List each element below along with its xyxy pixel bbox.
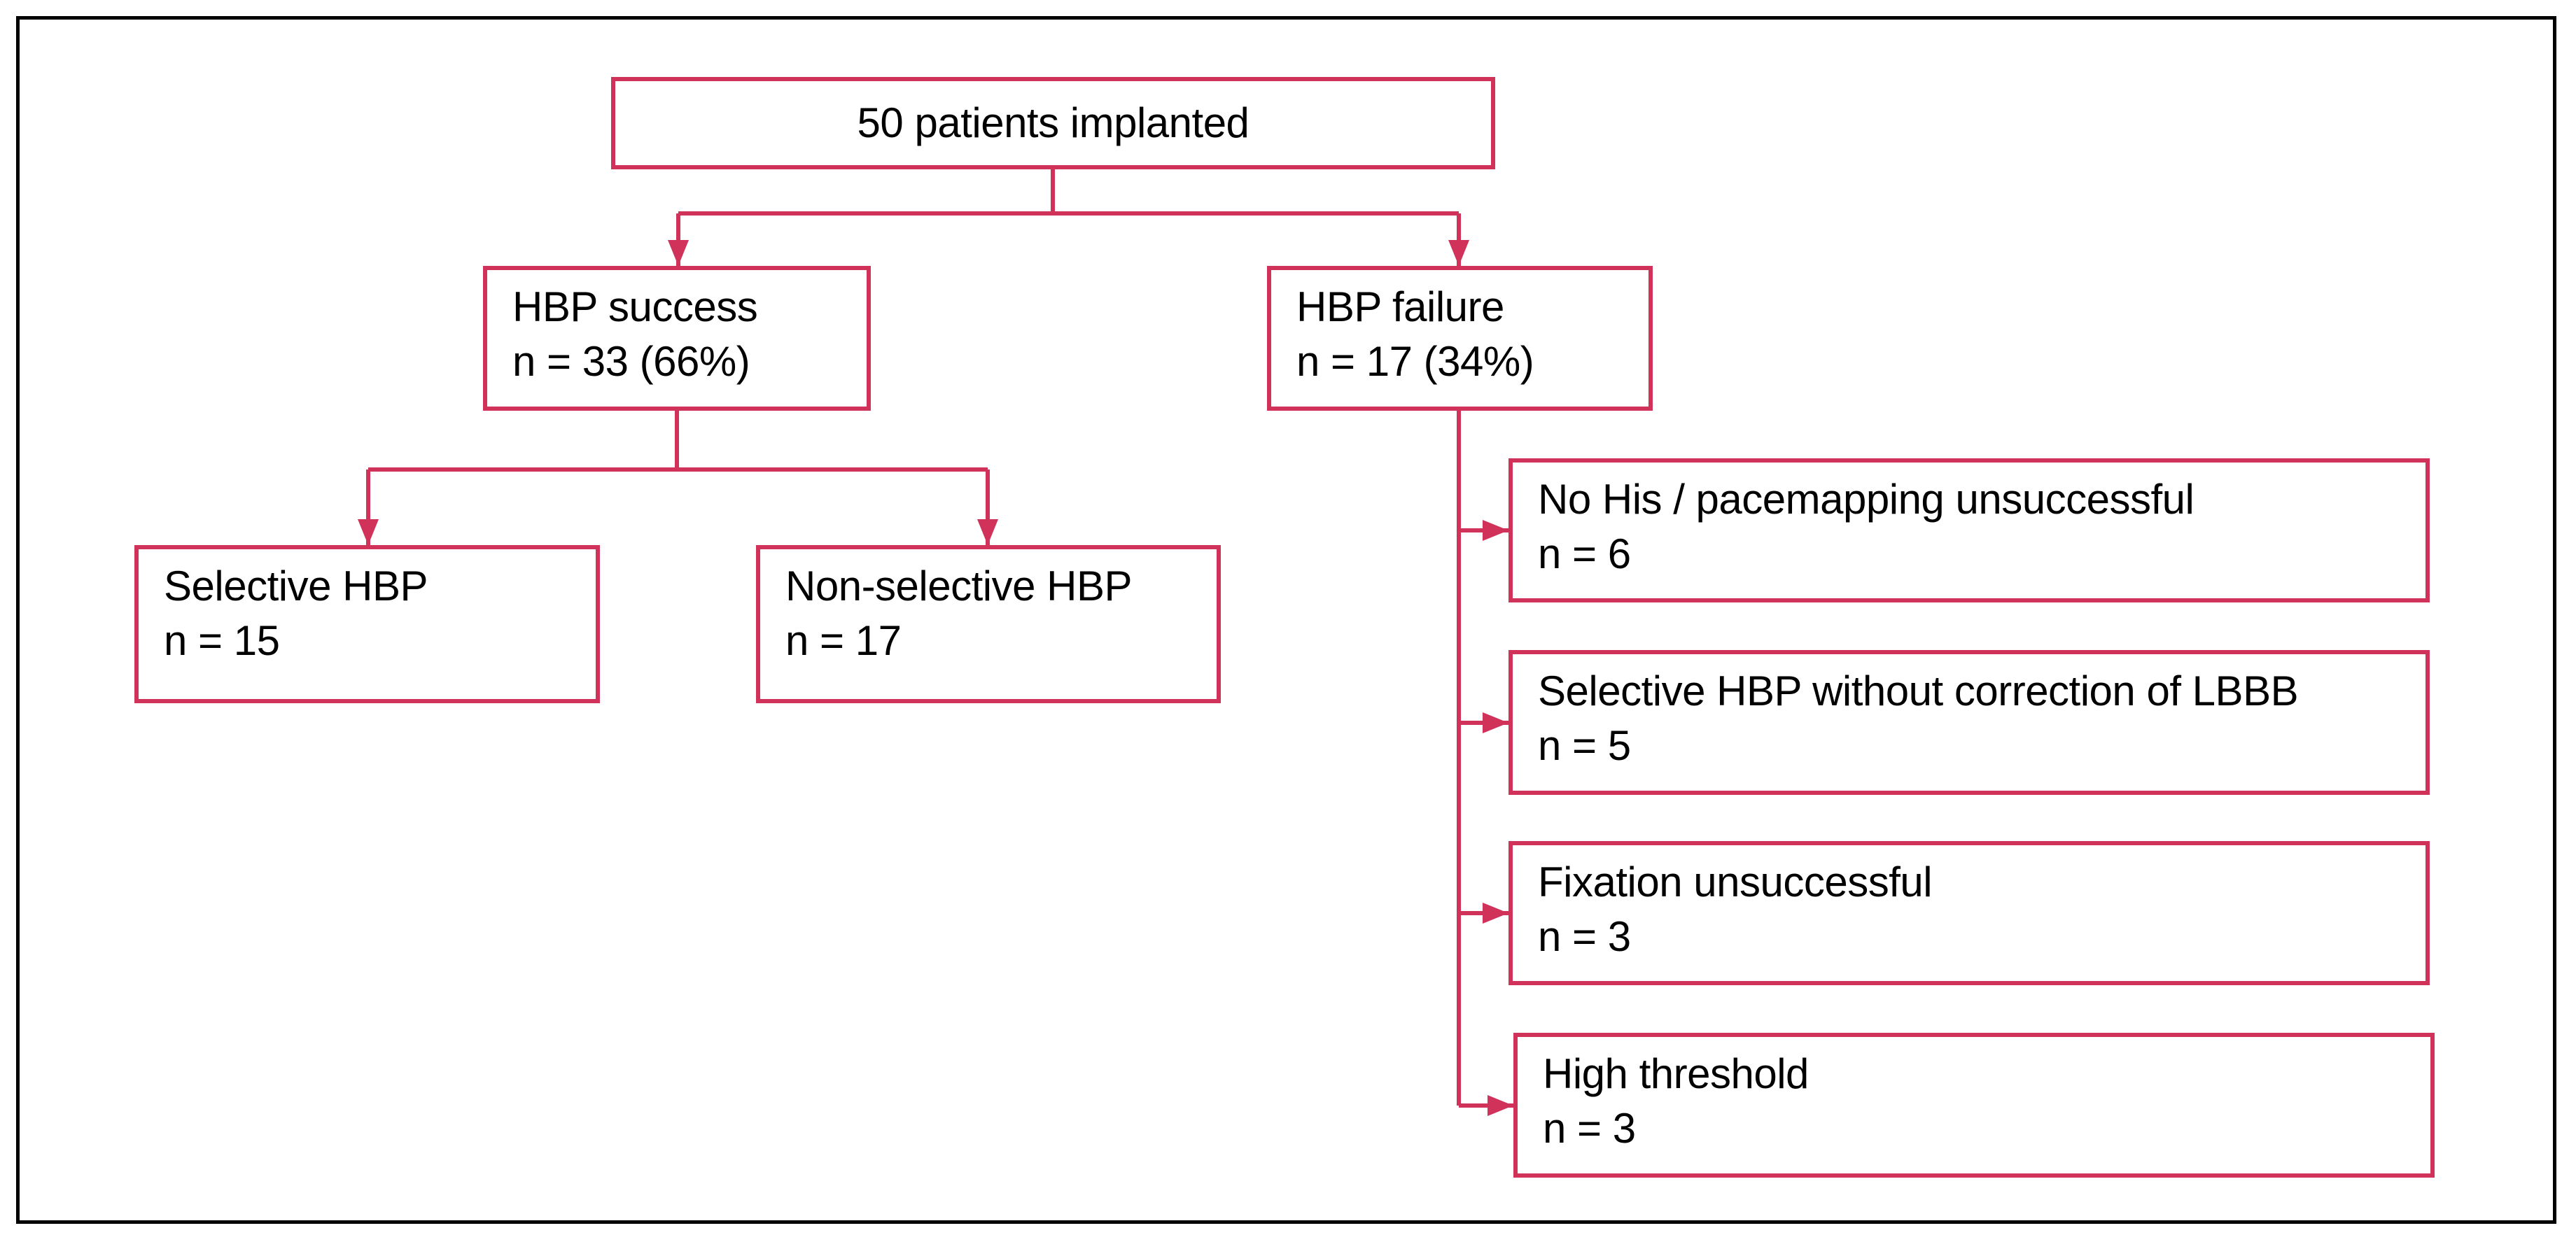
failure-reason-box: Selective HBP without correction of LBBB… — [1508, 650, 2430, 795]
failure-reason-count: n = 3 — [1538, 913, 1631, 960]
root-label: 50 patients implanted — [857, 99, 1250, 146]
arrowhead — [1488, 1095, 1513, 1116]
arrowhead — [668, 240, 689, 266]
arrowhead — [1483, 520, 1508, 541]
figure-frame — [16, 16, 2556, 1224]
failure-box: HBP failure n = 17 (34%) — [1267, 266, 1653, 411]
arrowhead — [1483, 712, 1508, 733]
failure-reason-title: High threshold — [1543, 1050, 1809, 1097]
selective-hbp-box: Selective HBP n = 15 — [134, 545, 600, 703]
failure-title: HBP failure — [1296, 283, 1504, 330]
nonselective-hbp-box: Non-selective HBP n = 17 — [756, 545, 1221, 703]
success-box: HBP success n = 33 (66%) — [483, 266, 871, 411]
nonselective-count: n = 17 — [785, 617, 902, 664]
failure-reason-count: n = 5 — [1538, 722, 1631, 769]
success-title: HBP success — [512, 283, 758, 330]
failure-reason-count: n = 3 — [1543, 1105, 1636, 1152]
failure-reason-box: High threshold n = 3 — [1513, 1033, 2435, 1178]
failure-reason-title: No His / pacemapping unsuccessful — [1538, 476, 2194, 523]
arrowhead — [977, 519, 998, 545]
failure-reason-title: Fixation unsuccessful — [1538, 859, 1933, 905]
root-box: 50 patients implanted — [611, 77, 1495, 169]
success-count: n = 33 (66%) — [512, 338, 750, 385]
arrowhead — [358, 519, 379, 545]
arrowhead — [1448, 240, 1469, 266]
failure-reason-box: Fixation unsuccessful n = 3 — [1508, 841, 2430, 985]
failure-reason-title: Selective HBP without correction of LBBB — [1538, 668, 2299, 714]
failure-reason-count: n = 6 — [1538, 530, 1631, 577]
failure-count: n = 17 (34%) — [1296, 338, 1534, 385]
arrowhead — [1483, 903, 1508, 924]
selective-count: n = 15 — [164, 617, 280, 664]
failure-reason-box: No His / pacemapping unsuccessful n = 6 — [1508, 458, 2430, 602]
selective-title: Selective HBP — [164, 563, 428, 609]
nonselective-title: Non-selective HBP — [785, 563, 1133, 609]
